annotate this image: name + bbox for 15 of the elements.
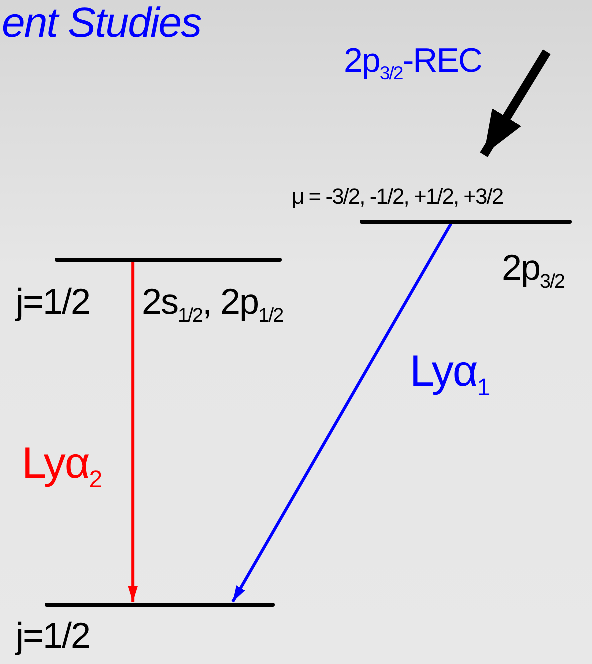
arrow	[480, 50, 551, 158]
level-label: μ = -3/2, -1/2, +1/2, +3/2	[292, 186, 504, 208]
heading: ent Studies	[2, 2, 202, 44]
energy-level-line	[45, 603, 275, 607]
edge-label: Lyα$_{1}$	[410, 350, 490, 401]
level-label: 2p$_{3/2}$	[502, 250, 565, 293]
edge-label: 2p$_{3/2}$-REC	[344, 44, 482, 84]
level-label: j=1/2	[16, 284, 90, 320]
energy-level-line	[55, 258, 282, 262]
arrow	[128, 262, 138, 602]
edge-label: Lyα$_{2}$	[22, 442, 102, 493]
arrow	[232, 223, 452, 603]
level-label: 2s$_{1/2}$, 2p$_{1/2}$	[142, 284, 284, 327]
energy-level-line	[360, 220, 572, 224]
level-label: j=1/2	[16, 618, 90, 654]
